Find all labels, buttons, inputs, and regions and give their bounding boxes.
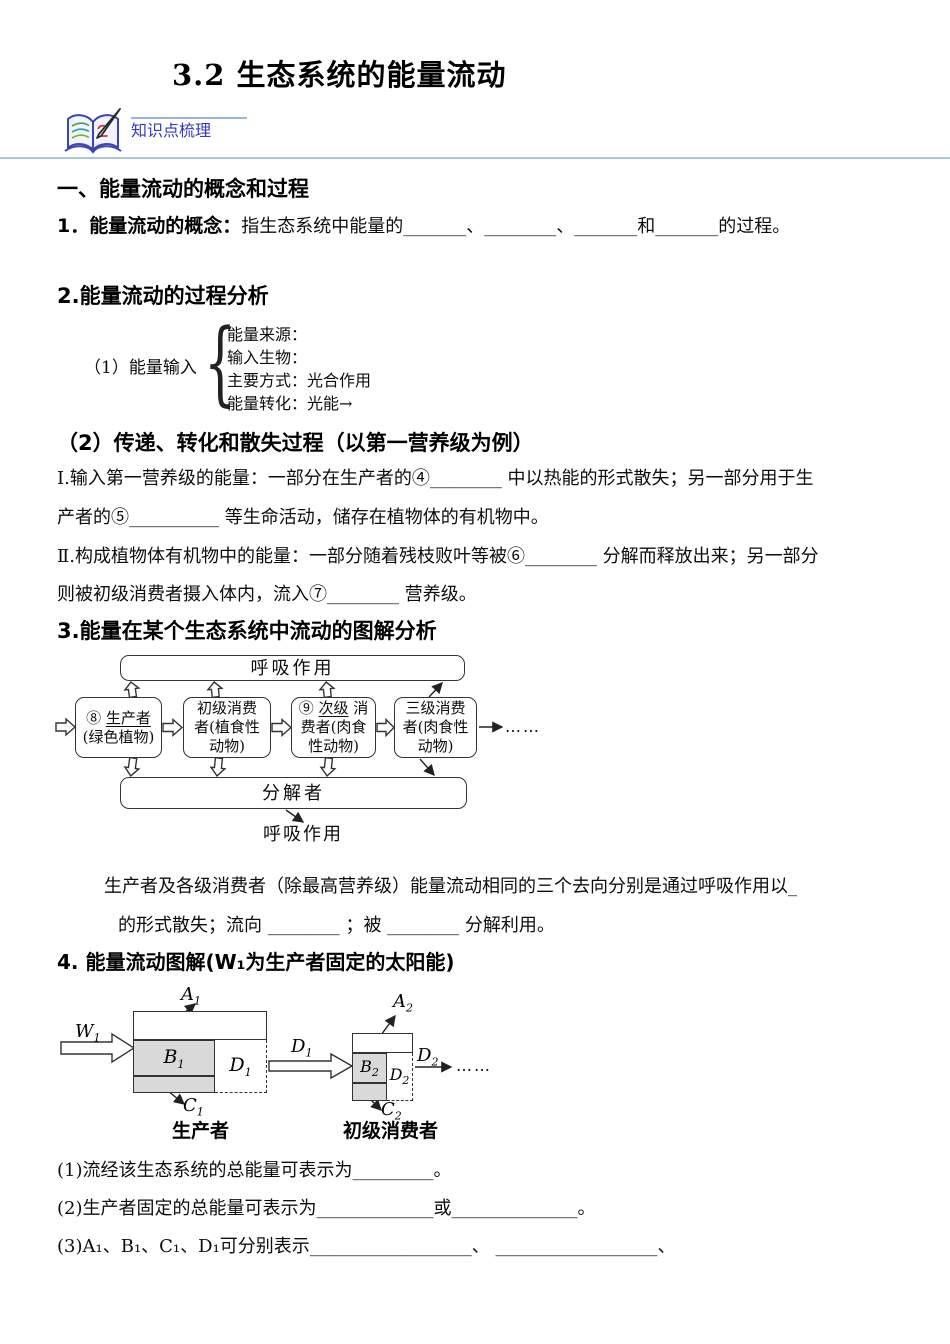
b1-label: B1 [163, 1045, 185, 1071]
chain-ellipsis: …… [505, 717, 541, 736]
page-title: 3.2 生态系统的能量流动 [172, 58, 507, 92]
decomposer-respiration-label: 呼吸作用 [263, 824, 343, 845]
producer-line2: (绿色植物) [82, 727, 155, 746]
consumer-respiration-band [352, 1033, 413, 1053]
concept-blanks: 指生态系统中能量的_______、________、_______和______… [241, 216, 791, 237]
respiration-label: 呼吸作用 [250, 657, 335, 679]
arrow-primary-respiration [206, 681, 224, 699]
section3-heading: 3.能量在某个生态系统中流动的图解分析 [57, 619, 437, 643]
arrow-w1-input [60, 1032, 136, 1064]
arrow-input [55, 717, 77, 737]
banner-label: 知识点梳理 [131, 121, 212, 140]
para2-line2: 则被初级消费者摄入体内，流入⑦________ 营养级。 [57, 584, 477, 605]
consumer-c2-strip [352, 1083, 387, 1101]
question-3: (3)A₁、B₁、C₁、D₁可分别表示__________________、 _… [57, 1236, 676, 1257]
secondary-line3: 性动物) [308, 737, 359, 755]
arrow-d1-transfer [268, 1052, 354, 1080]
arrow-producer-decomposer [123, 756, 141, 777]
brace-glyph: { [204, 309, 237, 416]
decomposer-label: 分解者 [262, 782, 325, 804]
brace-line-method: 主要方式：光合作用 [227, 371, 372, 390]
a2-label: A2 [393, 991, 413, 1015]
producer-respiration-band [133, 1011, 267, 1040]
secondary-consumer-box: ⑨ 次级 消 费者(肉食 性动物) [291, 697, 376, 758]
producer-term: 生产者 [105, 708, 151, 727]
tertiary-consumer-box: 三级消费 者(肉食性 动物) [394, 697, 477, 758]
consumer-caption: 初级消费者 [343, 1120, 439, 1142]
circled-8: ⑧ [86, 708, 102, 727]
consumer-d2-block: D2 [387, 1053, 413, 1101]
energy-input-label: （1）能量输入 [84, 358, 197, 378]
summary-line1: 生产者及各级消费者（除最高营养级）能量流动相同的三个去向分别是通过呼吸作用以_ [104, 876, 797, 897]
c1-label: C1 [183, 1095, 204, 1119]
b2-label: B2 [360, 1056, 379, 1080]
brace-line-organism: 输入生物： [227, 348, 308, 367]
producer-c1-strip [133, 1076, 215, 1093]
section4-heading: 4. 能量流动图解(W₁为生产者固定的太阳能) [57, 950, 455, 974]
section2-heading: 2.能量流动的过程分析 [57, 284, 269, 308]
producer-line1: ⑧ 生产者 [86, 709, 151, 728]
brace-line-conversion: 能量转化：光能→ [227, 394, 353, 413]
brace-line-source: 能量来源： [227, 325, 308, 344]
a1-label: A1 [181, 984, 201, 1008]
secondary-line2: 费者(肉食 [300, 718, 367, 736]
arrow-tertiary-decomposer [419, 758, 435, 777]
book-pencil-icon [64, 108, 122, 154]
para2-line1: Ⅱ.构成植物体有机物中的能量：一部分随着残枝败叶等被⑥________ 分解而释… [57, 546, 819, 567]
arrow-secondary-respiration [318, 681, 336, 699]
arrow-secondary-to-tertiary [376, 717, 395, 738]
respiration-box: 呼吸作用 [120, 655, 465, 681]
secondary-suffix: 消 [348, 699, 369, 717]
para1-line1: Ⅰ.输入第一营养级的能量：一部分在生产者的④________ 中以热能的形式散失… [57, 468, 814, 489]
question-1: (1)流经该生态系统的总能量可表示为_________。 [57, 1160, 452, 1181]
d2-inner-label: D2 [389, 1065, 410, 1088]
d1-inner-label: D1 [229, 1053, 252, 1079]
arrow-secondary-decomposer [319, 756, 337, 778]
c2-label: C2 [381, 1099, 402, 1123]
arrow-decomposer-respiration [285, 809, 305, 823]
w1-label: W1 [75, 1021, 101, 1045]
secondary-term: 次级 [318, 699, 349, 717]
producer-box: ⑧ 生产者 (绿色植物) [75, 697, 162, 758]
arrow-tertiary-respiration [428, 681, 443, 698]
consumer-b2-block: B2 [352, 1053, 387, 1083]
energy-flow-chain-diagram: 呼吸作用 ⑧ 生产者 (绿色植物) 初级消费 者(植食性 动物) ⑨ 次级 消 … [55, 650, 585, 862]
d2-outer-label: D2 [417, 1045, 439, 1069]
question-2: (2)生产者固定的总能量可表示为_____________或__________… [57, 1198, 596, 1219]
producer-b1-block: B1 [133, 1040, 215, 1076]
energy-quantity-diagram: B1 D1 B2 D2 W1 A1 C1 D1 A2 C2 D2 …… 生产者 … [55, 983, 580, 1155]
producer-d1-block: D1 [215, 1040, 267, 1093]
arrow-primary-to-secondary [271, 717, 293, 738]
primary-consumer-box: 初级消费 者(植食性 动物) [183, 697, 271, 758]
circled-9: ⑨ [298, 699, 314, 717]
chain-arrows [55, 681, 504, 823]
banner-underline [131, 117, 247, 119]
arrow-producer-respiration [123, 681, 141, 699]
d1-outer-label: D1 [291, 1036, 313, 1060]
concept-label: 1．能量流动的概念： [57, 215, 242, 237]
arrow-producer-to-primary [162, 717, 184, 738]
concept-line: 1．能量流动的概念：指生态系统中能量的_______、________、____… [57, 215, 790, 239]
decomposer-box: 分解者 [120, 777, 467, 809]
summary-line2: 的形式散失；流向 ________ ；被 ________ 分解利用。 [118, 915, 555, 936]
divider-line [0, 157, 950, 159]
transfer-heading: （2）传递、转化和散失过程（以第一营养级为例） [57, 431, 534, 455]
section1-heading: 一、能量流动的概念和过程 [57, 177, 309, 201]
secondary-line1: ⑨ 次级 消 [299, 699, 369, 718]
arrow-primary-decomposer [209, 756, 227, 778]
quantity-ellipsis: …… [456, 1056, 492, 1075]
producer-caption: 生产者 [172, 1120, 230, 1142]
para1-line2: 产者的⑤__________ 等生命活动，储存在植物体的有机物中。 [57, 507, 549, 528]
